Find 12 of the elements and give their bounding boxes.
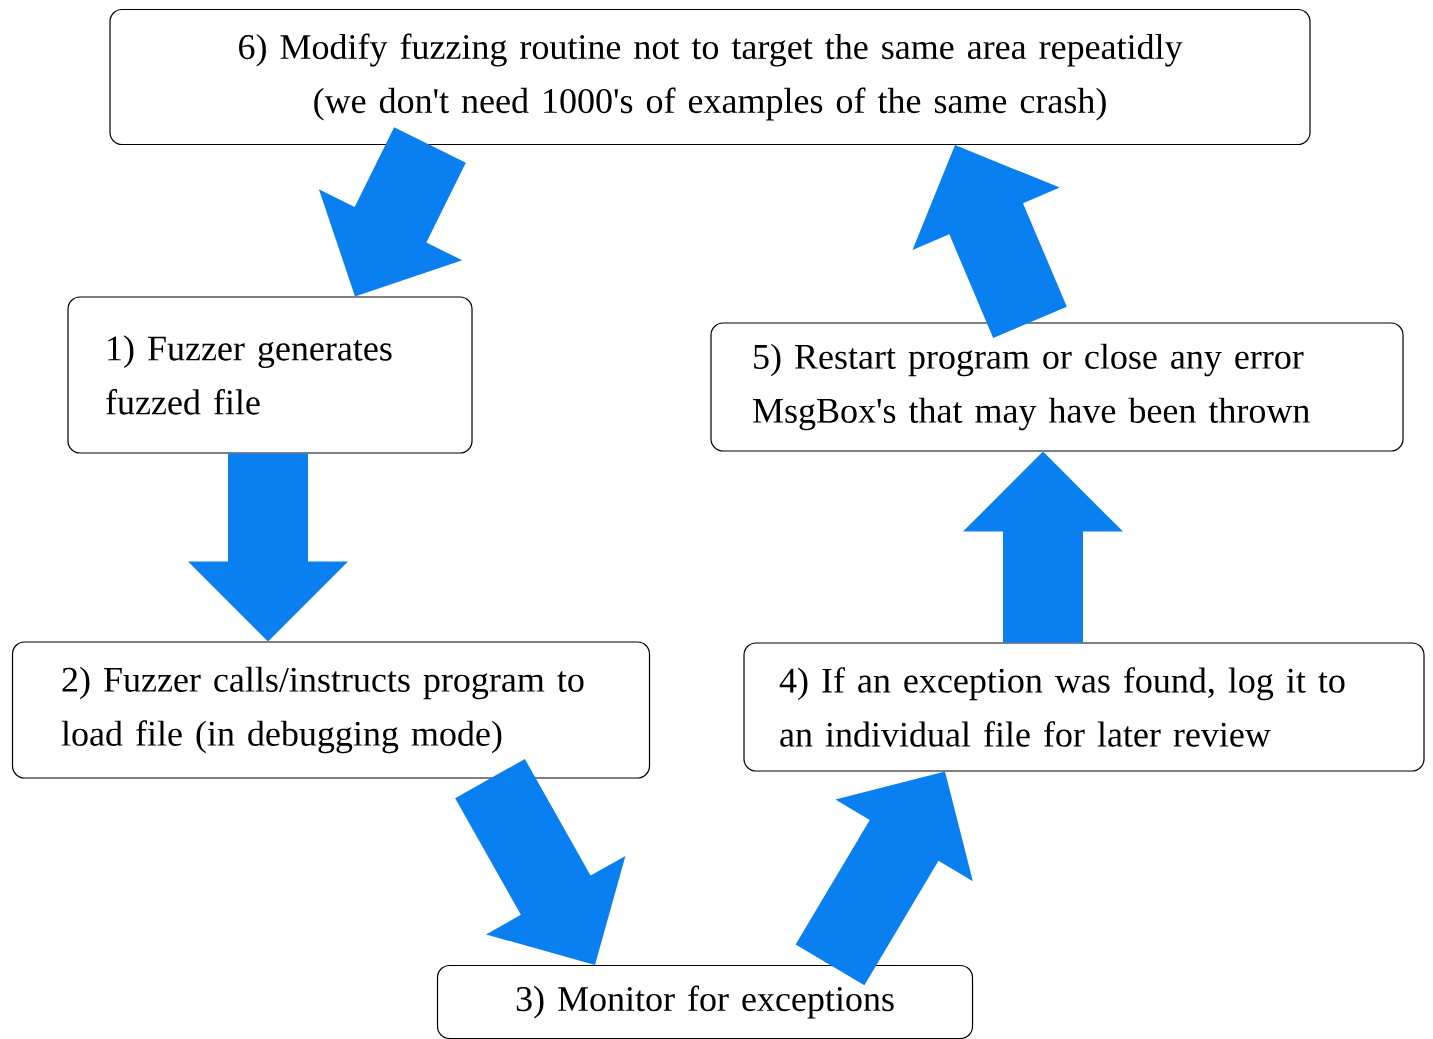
process-box: 6) Modify fuzzing routine not to target the same area repeatidly (we don't need 1000's of examples of the same crash)	[109, 8, 1311, 146]
block-arrow	[188, 453, 348, 642]
block-arrow	[318, 127, 466, 297]
block-arrow	[912, 145, 1067, 338]
process-box: 4) If an exception was found, log it to an individual file for later review	[743, 642, 1425, 772]
process-box: 1) Fuzzer generates fuzzed file	[67, 296, 473, 454]
block-arrow	[455, 758, 626, 965]
block-arrow	[963, 451, 1123, 643]
block-arrow	[795, 771, 973, 986]
process-box: 3) Monitor for exceptions	[436, 964, 974, 1039]
process-box: 2) Fuzzer calls/instructs program to load file (in debugging mode)	[11, 641, 651, 779]
process-box: 5) Restart program or close any error MsgBox's that may have been thrown	[710, 322, 1404, 452]
